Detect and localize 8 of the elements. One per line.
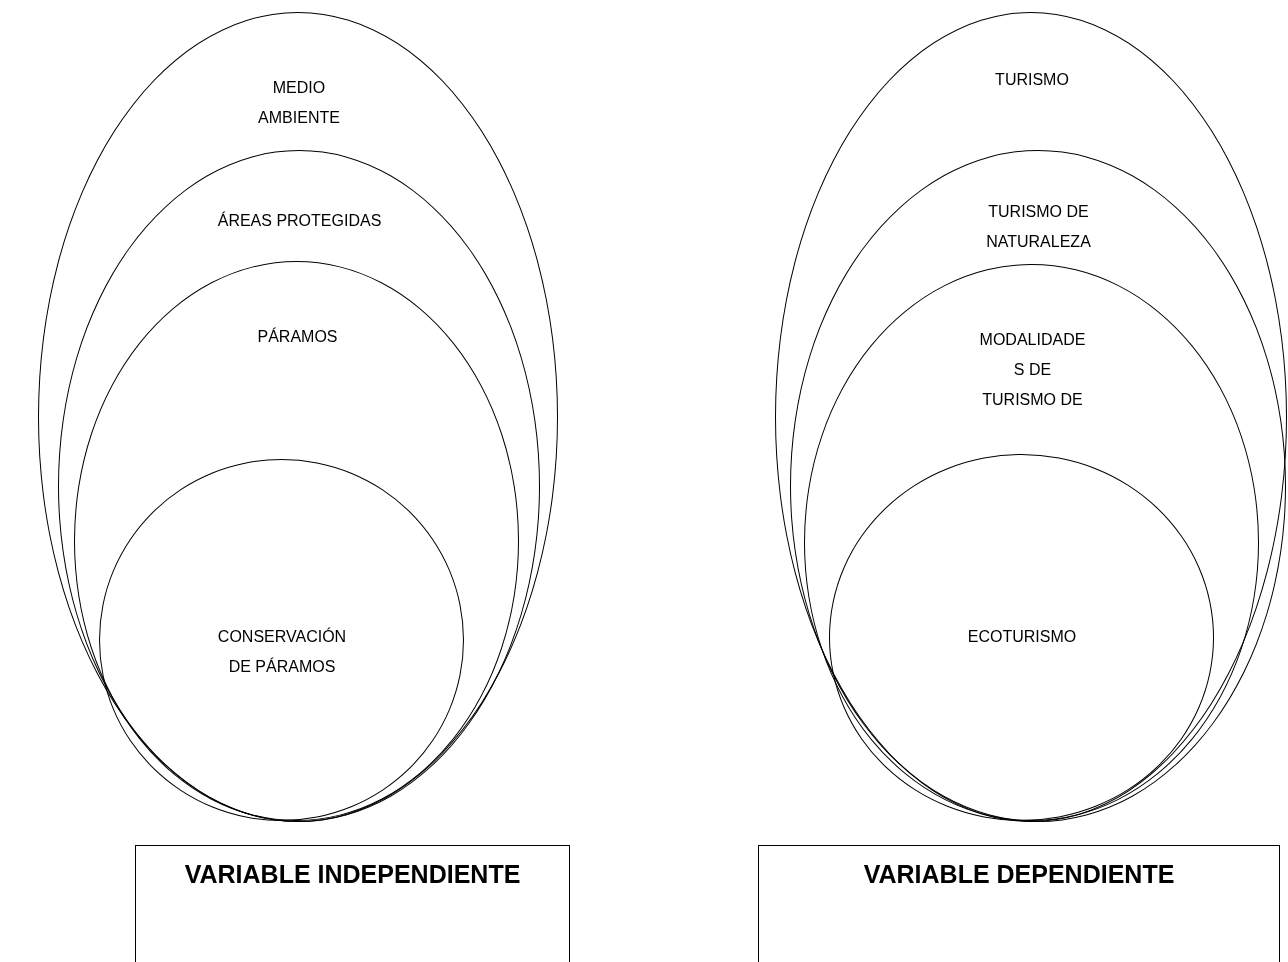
ellipse <box>804 264 1259 821</box>
variable-box <box>758 845 1280 962</box>
ellipse <box>828 453 1214 821</box>
ellipse <box>775 12 1287 822</box>
ellipse <box>38 12 558 822</box>
variable-title: VARIABLE DEPENDIENTE <box>862 860 1176 889</box>
variable-title: VARIABLE INDEPENDIENTE <box>183 860 522 889</box>
variable-box <box>135 845 570 962</box>
